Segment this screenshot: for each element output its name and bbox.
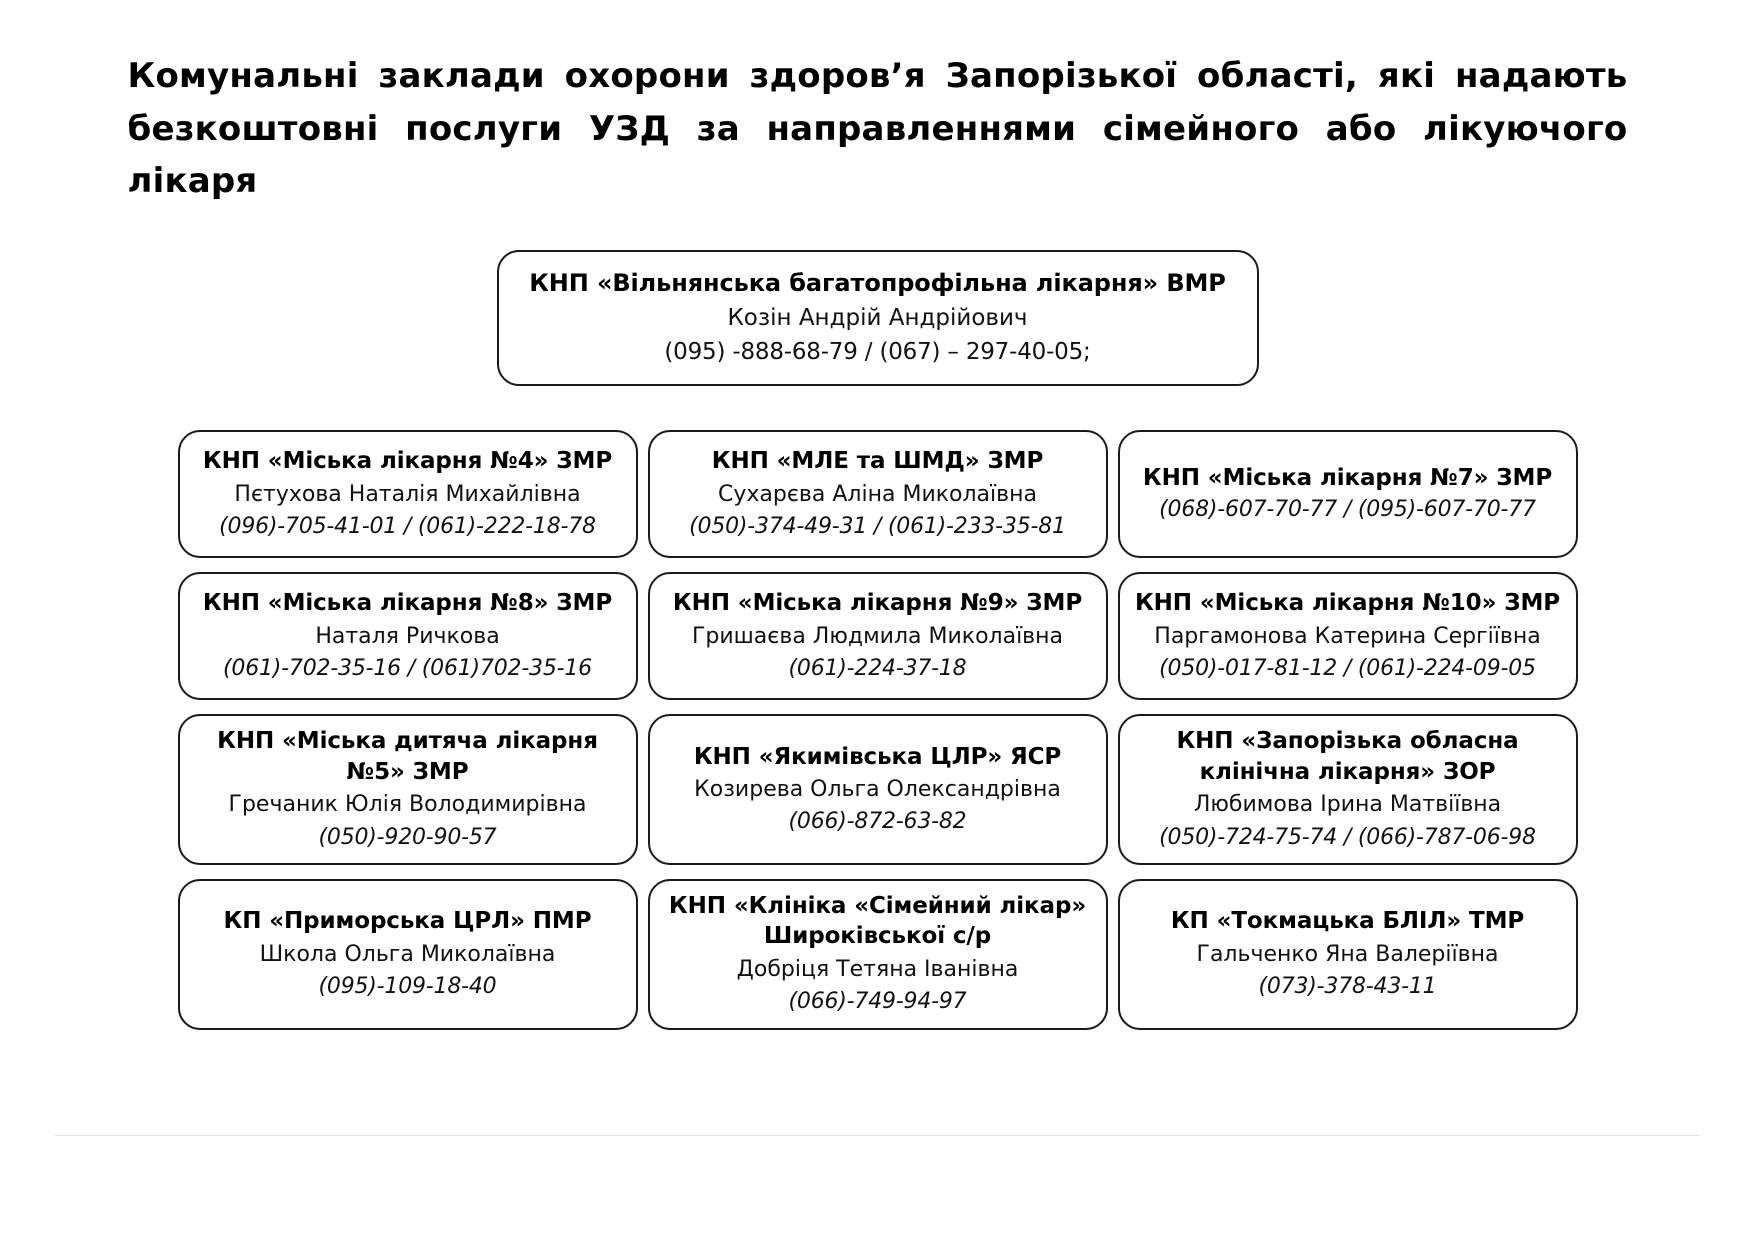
- facility-phone: (096)-705-41-01 / (061)-222-18-78: [219, 514, 596, 540]
- facility-name: КНП «Якимівська ЦЛР» ЯСР: [693, 743, 1062, 770]
- facility-name: КНП «Міська лікарня №10» ЗМР: [1134, 590, 1561, 617]
- facility-card[interactable]: КНП «МЛЕ та ШМД» ЗМР Сухарєва Аліна Мико…: [647, 430, 1108, 559]
- facility-name: КНП «Міська лікарня №7» ЗМР: [1142, 464, 1553, 491]
- facility-phone: (050)-017-81-12 / (061)-224-09-05: [1159, 656, 1536, 682]
- facility-phone: (050)-920-90-57: [318, 824, 497, 850]
- footer-divider: [55, 1135, 1700, 1136]
- facility-name: КНП «Клініка «Сімейний лікар» Широківськ…: [668, 892, 1087, 950]
- facility-card[interactable]: КНП «Міська лікарня №9» ЗМР Гришаєва Люд…: [647, 572, 1108, 701]
- facility-phone: (061)-702-35-16 / (061)702-35-16: [223, 656, 592, 682]
- facility-name: КНП «Запорізька обласна клінічна лікарня…: [1176, 728, 1519, 785]
- facility-card[interactable]: КП «Токмацька БЛІЛ» ТМР Гальченко Яна Ва…: [1117, 878, 1578, 1030]
- facility-card[interactable]: КНП «Клініка «Сімейний лікар» Широківськ…: [647, 878, 1108, 1030]
- facility-contact-person: Любимова Ірина Матвіївна: [1193, 792, 1502, 818]
- facility-card[interactable]: КНП «Міська лікарня №4» ЗМР Пєтухова Нат…: [177, 430, 638, 559]
- page-title-line-2: безкоштовні послуги УЗД за направленнями…: [127, 108, 1628, 202]
- facility-card-grid: КНП «Міська лікарня №4» ЗМР Пєтухова Нат…: [177, 430, 1578, 1030]
- facility-phone: (095) -888-68-79 / (067) – 297-40-05;: [664, 338, 1091, 365]
- facility-card[interactable]: КНП «Запорізька обласна клінічна лікарня…: [1117, 714, 1578, 865]
- facility-contact-person: Паргамонова Катерина Сергіївна: [1154, 623, 1541, 649]
- facility-card[interactable]: КНП «Міська лікарня №7» ЗМР (068)-607-70…: [1117, 430, 1578, 559]
- facility-name: КНП «Міська лікарня №8» ЗМР: [202, 590, 613, 617]
- facility-phone: (095)-109-18-40: [318, 974, 497, 999]
- facility-contact-person: Наталя Ричкова: [315, 623, 500, 649]
- facility-card[interactable]: КНП «Міська лікарня №8» ЗМР Наталя Ричко…: [177, 572, 638, 701]
- featured-card-row: КНП «Вільнянська багатопрофільна лікарня…: [0, 250, 1755, 387]
- facility-contact-person: Гальченко Яна Валеріївна: [1196, 941, 1499, 967]
- facility-contact-person: Гречаник Юлія Володимирівна: [228, 792, 587, 818]
- facility-card[interactable]: КП «Приморська ЦРЛ» ПМР Школа Ольга Мико…: [177, 878, 638, 1030]
- facility-card[interactable]: КНП «Міська лікарня №10» ЗМР Паргамонова…: [1117, 572, 1578, 701]
- facility-contact-person: Школа Ольга Миколаївна: [259, 941, 556, 967]
- page-title: Комунальні заклади охорони здоров’я Запо…: [128, 0, 1628, 208]
- facility-contact-person: Козін Андрій Андрійович: [727, 304, 1028, 331]
- facility-contact-person: Гришаєва Людмила Миколаївна: [691, 623, 1064, 649]
- facility-phone: (050)-724-75-74 / (066)-787-06-98: [1159, 824, 1536, 850]
- facility-contact-person: Козирева Ольга Олександрівна: [694, 777, 1061, 803]
- facility-name: КНП «Вільнянська багатопрофільна лікарня…: [529, 269, 1226, 298]
- facility-phone: (066)-872-63-82: [788, 809, 967, 835]
- facility-contact-person: Сухарєва Аліна Миколаївна: [718, 481, 1037, 507]
- facility-card-featured[interactable]: КНП «Вільнянська багатопрофільна лікарня…: [496, 250, 1259, 387]
- facility-name: КНП «МЛЕ та ШМД» ЗМР: [711, 448, 1044, 475]
- facility-phone: (050)-374-49-31 / (061)-233-35-81: [689, 514, 1066, 540]
- facility-card[interactable]: КНП «Міська дитяча лікарня №5» ЗМР Греча…: [177, 714, 638, 865]
- facility-phone: (061)-224-37-18: [788, 656, 967, 682]
- facility-phone: (073)-378-43-11: [1258, 974, 1437, 999]
- facility-name: КНП «Міська дитяча лікарня №5» ЗМР: [217, 728, 598, 785]
- facility-phone: (066)-749-94-97: [788, 989, 967, 1015]
- facility-name: КП «Токмацька БЛІЛ» ТМР: [1170, 908, 1525, 935]
- facility-card[interactable]: КНП «Якимівська ЦЛР» ЯСР Козирева Ольга …: [647, 714, 1108, 865]
- facility-phone: (068)-607-70-77 / (095)-607-70-77: [1159, 497, 1536, 523]
- facility-contact-person: Пєтухова Наталія Михайлівна: [234, 481, 581, 507]
- page-title-line-1: Комунальні заклади охорони здоров’я Запо…: [127, 56, 1628, 96]
- facility-name: КНП «Міська лікарня №4» ЗМР: [202, 448, 613, 475]
- facility-name: КНП «Міська лікарня №9» ЗМР: [672, 590, 1083, 617]
- facility-name: КП «Приморська ЦРЛ» ПМР: [223, 908, 592, 935]
- facility-contact-person: Добріця Тетяна Іванівна: [736, 957, 1019, 983]
